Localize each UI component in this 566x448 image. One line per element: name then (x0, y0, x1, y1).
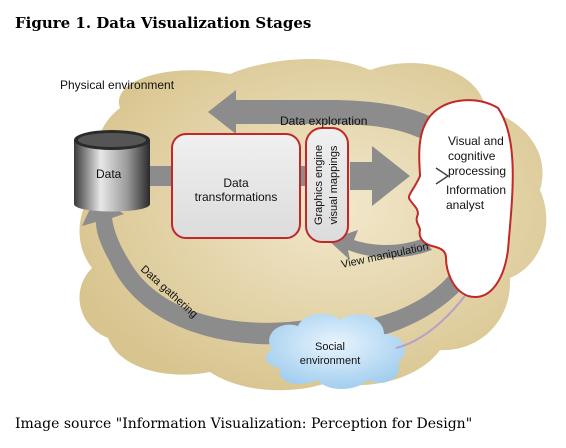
data-exploration-arrow (208, 90, 440, 140)
data-label: Data (96, 167, 122, 181)
data-exploration-label: Data exploration (280, 114, 367, 128)
data-transformations-label-2: transformations (195, 190, 278, 204)
visual-cognitive-label-3: processing (448, 164, 506, 178)
social-environment-cloud (265, 313, 406, 389)
social-environment-label-2: environment (300, 355, 361, 367)
visual-mappings-label: visual mappings (328, 145, 340, 224)
graphics-engine-box (305, 127, 349, 243)
flow-bar-data-to-transform (148, 166, 174, 186)
visual-cognitive-label-1: Visual and (448, 134, 504, 148)
information-analyst-label-2: analyst (446, 198, 485, 212)
eye-icon (435, 167, 450, 185)
data-transformations-label-1: Data (223, 176, 249, 190)
analyst-head (408, 99, 514, 298)
social-environment-label-1: Social (315, 341, 345, 353)
graphics-engine-label: Graphics engine (313, 145, 325, 225)
view-manipulation-arrow (328, 230, 432, 260)
visual-cognitive-label-2: cognitive (448, 149, 496, 163)
data-cylinder (74, 130, 150, 212)
physical-environment-label: Physical environment (60, 78, 175, 92)
information-analyst-label-1: Information (446, 183, 506, 197)
data-transformations-box (171, 133, 301, 239)
flow-arrow-to-analyst (350, 146, 410, 206)
figure-caption: Image source "Information Visualization:… (15, 416, 473, 432)
figure-title: Figure 1. Data Visualization Stages (15, 14, 312, 32)
